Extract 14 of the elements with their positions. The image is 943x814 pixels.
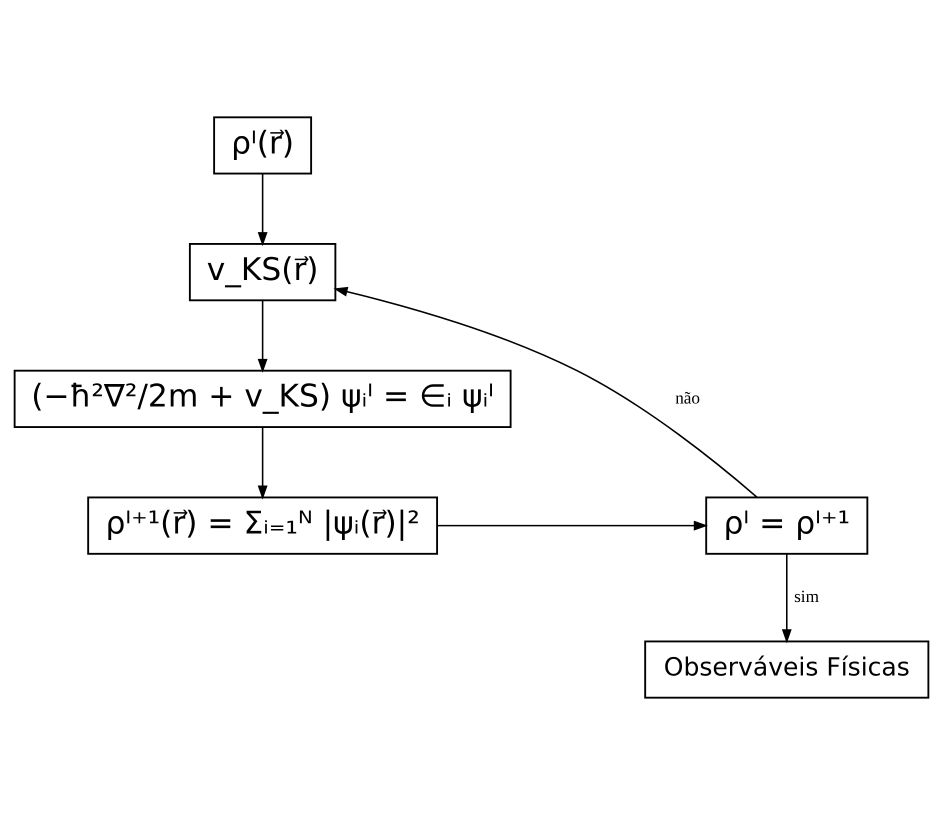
node-box: Observáveis Físicas (644, 640, 930, 698)
arrow (258, 173, 268, 246)
arrow (258, 300, 268, 372)
arrow (258, 426, 268, 500)
edge-label: sim (794, 586, 819, 606)
arrow (334, 286, 758, 498)
arrow (437, 520, 708, 530)
edge-label: não (675, 388, 700, 407)
arrow (782, 554, 792, 643)
node-box: ρᴵ(r⃗) (213, 116, 312, 174)
node-box: ρᴵ⁺¹(r⃗) = Σᵢ₌₁ᴺ |ψᵢ(r⃗)|² (87, 496, 438, 554)
node-box: (−ħ²∇²/2m + v_KS) ψᵢᴵ = ∈ᵢ ψᵢᴵ (14, 369, 512, 428)
node-box: v_KS(r⃗) (188, 242, 336, 301)
node-box: ρᴵ = ρᴵ⁺¹ (705, 496, 868, 554)
